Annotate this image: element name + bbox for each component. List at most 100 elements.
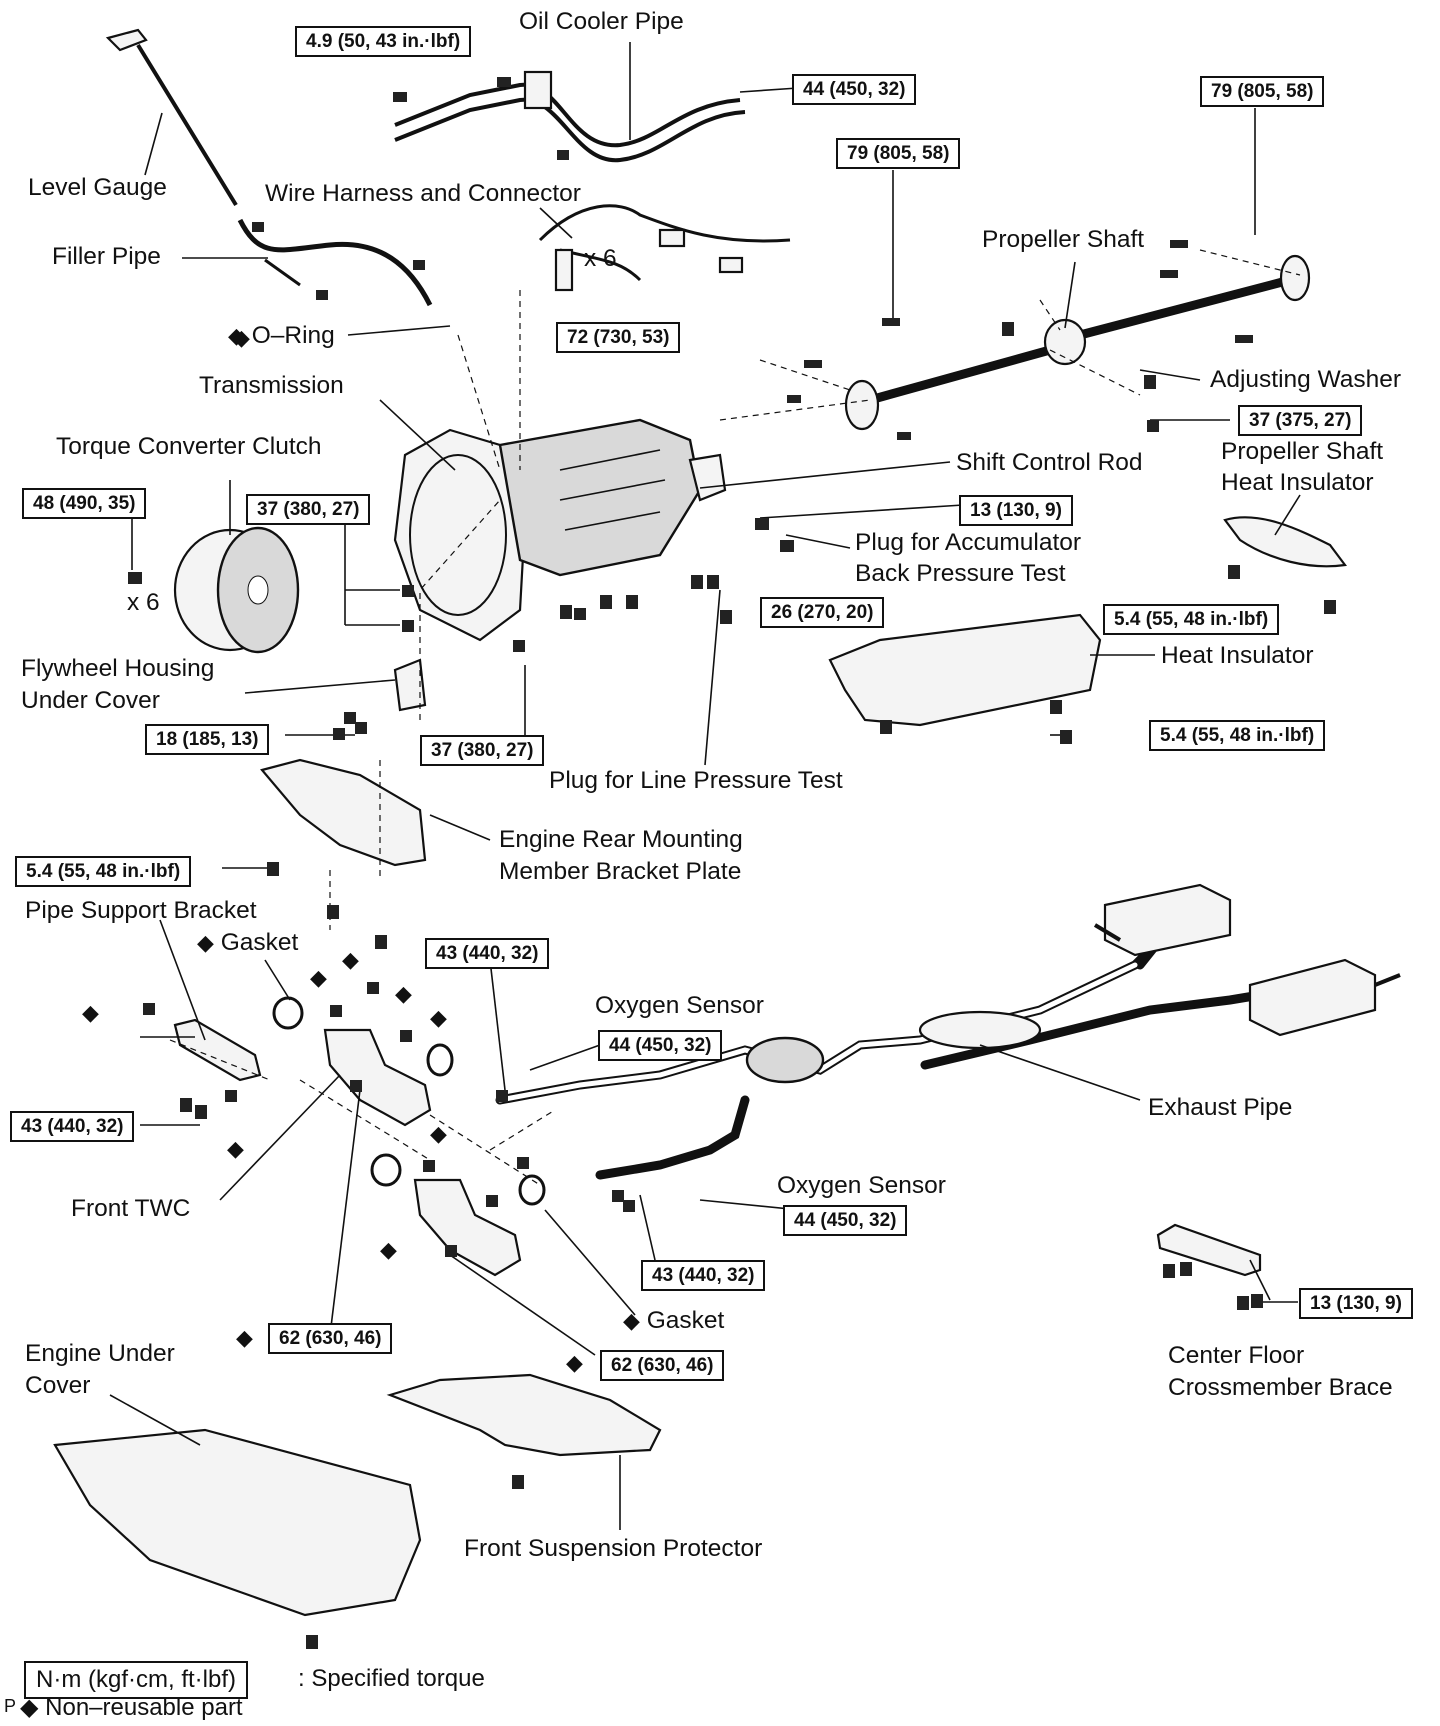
label-filler-pipe: Filler Pipe bbox=[52, 243, 161, 270]
wire-harness-part bbox=[538, 204, 791, 292]
gasket-rings bbox=[272, 996, 546, 1206]
label-center-floor-1: Center Floor bbox=[1168, 1342, 1305, 1369]
torque-box: 37 (380, 27) bbox=[420, 735, 545, 766]
label-gasket-bottom: ◆ Gasket bbox=[623, 1305, 724, 1336]
label-o-ring: ◆ O–Ring bbox=[228, 320, 335, 351]
assembly-lines bbox=[169, 249, 1301, 1186]
heat-insulator-part bbox=[828, 613, 1102, 727]
torque-box: 79 (805, 58) bbox=[1200, 76, 1325, 107]
front-twc-part bbox=[323, 1028, 522, 1277]
torque-box: 62 (630, 46) bbox=[268, 1323, 393, 1354]
label-engine-under-cover-1: Engine Under bbox=[25, 1340, 175, 1367]
torque-box: 37 (380, 27) bbox=[246, 494, 371, 525]
transmission-part bbox=[393, 418, 727, 642]
label-prop-heat-insulator-1: Propeller Shaft bbox=[1221, 438, 1384, 465]
torque-box: 62 (630, 46) bbox=[600, 1350, 725, 1381]
nonreusable-marker: ◆ bbox=[395, 981, 412, 1006]
label-engine-under-cover-2: Cover bbox=[25, 1372, 91, 1399]
legend-nonreusable-text: Non–reusable part bbox=[45, 1694, 243, 1721]
torque-box: 13 (130, 9) bbox=[959, 495, 1073, 526]
filler-pipe-part bbox=[237, 218, 433, 307]
label-front-suspension: Front Suspension Protector bbox=[464, 1535, 763, 1562]
label-x6-converter: x 6 bbox=[127, 589, 160, 616]
bolt-set bbox=[128, 77, 1336, 1649]
torque-box: 43 (440, 32) bbox=[10, 1111, 135, 1142]
pipe-support-part bbox=[173, 1018, 262, 1082]
label-engine-rear-2: Member Bracket Plate bbox=[499, 858, 742, 885]
nonreusable-marker: ◆ bbox=[430, 1121, 447, 1146]
label-front-twc: Front TWC bbox=[71, 1195, 191, 1222]
center-brace-part bbox=[1156, 1223, 1262, 1277]
torque-box: 43 (440, 32) bbox=[641, 1260, 766, 1291]
label-oxygen-sensor-bottom: Oxygen Sensor bbox=[777, 1172, 946, 1199]
label-gasket-top: ◆ Gasket bbox=[197, 927, 298, 958]
label-plug-accumulator-2: Back Pressure Test bbox=[855, 560, 1066, 587]
nonreusable-marker: ◆ bbox=[310, 965, 327, 990]
front-suspension-part bbox=[386, 1373, 662, 1457]
torque-box: 5.4 (55, 48 in.·lbf) bbox=[15, 856, 192, 887]
label-level-gauge: Level Gauge bbox=[28, 174, 167, 201]
label-center-floor-2: Crossmember Brace bbox=[1168, 1374, 1393, 1401]
label-adjusting-washer: Adjusting Washer bbox=[1210, 366, 1402, 393]
label-x6-harness: x 6 bbox=[584, 245, 617, 272]
exhaust-pipe-part bbox=[495, 883, 1401, 1180]
torque-box: 44 (450, 32) bbox=[792, 74, 917, 105]
label-o-ring-text: O–Ring bbox=[251, 322, 335, 349]
label-heat-insulator: Heat Insulator bbox=[1161, 642, 1314, 669]
propeller-shaft-part bbox=[844, 254, 1311, 431]
nonreusable-marker: ◆ bbox=[430, 1005, 447, 1030]
engine-rear-plate-part bbox=[260, 758, 427, 867]
label-exhaust-pipe: Exhaust Pipe bbox=[1148, 1094, 1293, 1121]
torque-box: 5.4 (55, 48 in.·lbf) bbox=[1103, 604, 1280, 635]
legend-marker: ◆ bbox=[20, 1694, 39, 1721]
torque-box: 37 (375, 27) bbox=[1238, 405, 1363, 436]
legend-unit-box: N·m (kgf·cm, ft·lbf) bbox=[24, 1661, 248, 1699]
engine-under-cover-part bbox=[53, 1428, 422, 1617]
nonreusable-marker: ◆ bbox=[342, 947, 359, 972]
torque-box: 79 (805, 58) bbox=[836, 138, 961, 169]
label-torque-converter: Torque Converter Clutch bbox=[56, 433, 322, 460]
nonreusable-marker: ◆ bbox=[623, 1308, 640, 1333]
legend-unit-desc: : Specified torque bbox=[298, 1665, 485, 1692]
prop-heat-insulator-part bbox=[1223, 516, 1347, 568]
label-shift-control-rod: Shift Control Rod bbox=[956, 449, 1143, 476]
level-gauge-part bbox=[105, 28, 238, 207]
label-plug-line-pressure: Plug for Line Pressure Test bbox=[549, 767, 843, 794]
label-engine-rear-1: Engine Rear Mounting bbox=[499, 826, 743, 853]
leader-lines bbox=[109, 42, 1301, 1530]
torque-box: 43 (440, 32) bbox=[425, 938, 550, 969]
label-plug-accumulator-1: Plug for Accumulator bbox=[855, 529, 1082, 556]
label-prop-heat-insulator-2: Heat Insulator bbox=[1221, 469, 1374, 496]
nonreusable-marker: ◆ bbox=[227, 1136, 244, 1161]
torque-box: 5.4 (55, 48 in.·lbf) bbox=[1149, 720, 1326, 751]
label-flywheel-cover-2: Under Cover bbox=[21, 687, 160, 714]
label-gasket-bottom-text: Gasket bbox=[646, 1307, 725, 1334]
torque-box: 48 (490, 35) bbox=[22, 488, 147, 519]
label-transmission: Transmission bbox=[199, 372, 344, 399]
label-wire-harness: Wire Harness and Connector bbox=[265, 180, 581, 207]
nonreusable-marker: ◆ bbox=[236, 1325, 253, 1350]
nonreusable-marker: ◆ bbox=[197, 930, 214, 955]
label-flywheel-cover-1: Flywheel Housing bbox=[21, 655, 215, 682]
torque-box: 72 (730, 53) bbox=[556, 322, 681, 353]
torque-box: 13 (130, 9) bbox=[1299, 1288, 1413, 1319]
nonreusable-marker: ◆ bbox=[82, 1000, 99, 1025]
torque-box: 44 (450, 32) bbox=[783, 1205, 908, 1236]
oil-cooler-pipe-part bbox=[394, 70, 746, 163]
legend-nonreusable: ◆ Non–reusable part bbox=[20, 1693, 243, 1722]
torque-box: 26 (270, 20) bbox=[760, 597, 885, 628]
torque-converter-part bbox=[173, 526, 300, 654]
nonreusable-marker: ◆ bbox=[228, 323, 245, 348]
torque-box: 18 (185, 13) bbox=[145, 724, 270, 755]
label-pipe-support-bracket: Pipe Support Bracket bbox=[25, 897, 257, 924]
nonreusable-marker: ◆ bbox=[566, 1350, 583, 1375]
torque-box: 4.9 (50, 43 in.·lbf) bbox=[295, 26, 472, 57]
nonreusable-marker: ◆ bbox=[380, 1237, 397, 1262]
nonreusable-marker: ◆ bbox=[233, 325, 250, 350]
figure-code: P bbox=[4, 1696, 17, 1716]
label-gasket-top-text: Gasket bbox=[220, 929, 299, 956]
label-propeller-shaft: Propeller Shaft bbox=[982, 226, 1145, 253]
label-oxygen-sensor-top: Oxygen Sensor bbox=[595, 992, 764, 1019]
flywheel-cover-part bbox=[393, 658, 427, 712]
